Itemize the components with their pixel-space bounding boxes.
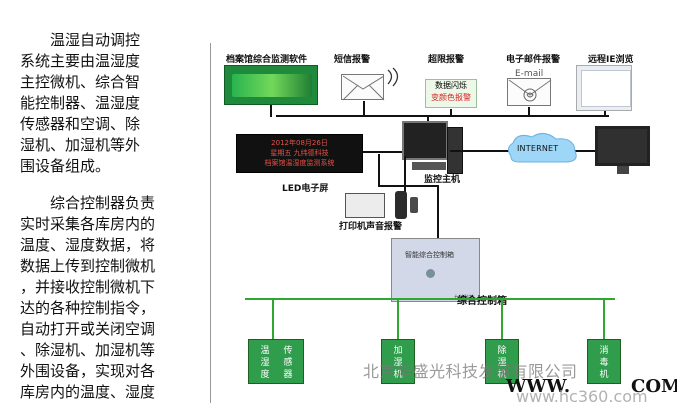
alarm-connector: [450, 109, 452, 117]
description-panel: 温湿自动调控 系统主要由温湿度 主控微机、综合智 能控制器、温湿度 传感器和空调…: [20, 30, 190, 419]
disinfector-device: 消 毒 机: [587, 339, 621, 384]
envelope-icon: [341, 74, 384, 100]
controller-indicator-icon: [426, 269, 435, 278]
paragraph-2-line-3: 温度、湿度数据，将: [20, 236, 155, 254]
system-diagram: 档案馆综合监测软件 短信报警 超限报警 电子邮件报警 远程IE浏览 数据闪烁 变…: [210, 43, 671, 403]
green-bus-line: [245, 298, 615, 300]
controller-panel-label: 智能综合控制箱: [405, 250, 454, 260]
sensor-char-3: 度: [258, 369, 272, 381]
remote-monitor-icon: [595, 126, 650, 166]
software-label: 档案馆综合监测软件: [226, 52, 307, 65]
speaker-icon: [395, 191, 407, 219]
paragraph-2-line-6: 达的各种控制指令，: [20, 299, 155, 317]
sensor-label-left: 温 湿 度: [258, 345, 272, 381]
printer-speaker-horizontal: [378, 185, 438, 187]
led-screen: 2012年08月26日 星期五 九纬德科技 档案馆温湿度监测系统: [236, 134, 363, 173]
dehumidifier-char-1: 除: [486, 345, 518, 357]
top-horizontal-connector: [276, 115, 609, 117]
sensor-char-2: 湿: [258, 357, 272, 369]
remote-ie-screenshot: [576, 65, 632, 111]
software-screen-image: [232, 74, 312, 97]
website-url-watermark: www.hc360.com: [516, 387, 648, 406]
envelope-shape-icon: [342, 75, 385, 101]
paragraph-2-line-1: 综合控制器负责: [50, 194, 155, 212]
printer-side-connector: [404, 156, 406, 194]
humidifier-connector: [397, 299, 399, 339]
sensor-connector: [272, 299, 274, 339]
description-paragraph-2: 综合控制器负责 实时采集各库房内的 温度、湿度数据，将 数据上传到控制微机 ，并…: [20, 193, 190, 403]
description-paragraph-1: 温湿自动调控 系统主要由温湿度 主控微机、综合智 能控制器、温湿度 传感器和空调…: [20, 30, 190, 177]
printer-label: 打印机声音报警: [339, 219, 402, 232]
sensor-char-4: 传: [281, 345, 295, 357]
remote-monitor-stand-icon: [617, 166, 629, 174]
remote-connector: [604, 111, 606, 117]
sensor-char-6: 器: [281, 369, 295, 381]
disinfector-char-3: 机: [588, 369, 620, 381]
paragraph-2-line-7: 自动打开或关闭空调: [20, 320, 155, 338]
email-envelope-icon: [508, 79, 552, 107]
paragraph-1-line-5: 传感器和空调、除: [20, 115, 140, 133]
remote-ie-label: 远程IE浏览: [588, 52, 634, 65]
software-connector: [270, 105, 272, 117]
led-screen-line-2: 星期五 九纬德科技: [239, 148, 360, 158]
email-alarm-label: 电子邮件报警: [506, 52, 560, 65]
alarm-box-line-1: 数据闪烁: [426, 80, 476, 92]
dehumidifier-connector: [501, 299, 503, 339]
disinfector-connector: [603, 299, 605, 339]
speaker-connector: [378, 154, 380, 185]
paragraph-1-line-7: 围设备组成。: [20, 157, 110, 175]
led-screen-line-1: 2012年08月26日: [239, 138, 360, 148]
led-screen-label: LED电子屏: [282, 181, 328, 194]
paragraph-1-line-4: 能控制器、温湿度: [20, 94, 140, 112]
email-connector: [528, 107, 530, 117]
wireless-icon: [385, 66, 403, 88]
browser-window-image: [581, 70, 631, 107]
paragraph-1-line-1: 温湿自动调控: [50, 31, 140, 49]
paragraph-2-line-8: 、除湿机、加湿机等: [20, 341, 155, 359]
sensor-char-5: 感: [281, 357, 295, 369]
paragraph-1-line-6: 湿机、加湿机等外: [20, 136, 140, 154]
led-screen-line-3: 档案馆温湿度监测系统: [239, 158, 360, 168]
sensor-label-right: 传 感 器: [281, 345, 295, 381]
small-speaker-icon: [410, 197, 418, 213]
over-limit-label: 超限报警: [428, 52, 464, 65]
monitor-host-label: 监控主机: [424, 172, 460, 185]
email-icon: [507, 78, 551, 106]
paragraph-2-line-2: 实时采集各库房内的: [20, 215, 155, 233]
keyboard-icon: [412, 162, 446, 170]
humidifier-char-1: 加: [382, 345, 414, 357]
temperature-humidity-sensor: 温 湿 度 传 感 器: [248, 339, 304, 384]
paragraph-2-line-4: 数据上传到控制微机: [20, 257, 155, 275]
sms-connector: [363, 101, 365, 117]
internet-label: INTERNET: [517, 144, 558, 153]
alarm-display-box: 数据闪烁 变颜色报警: [425, 79, 477, 108]
sms-label: 短信报警: [334, 52, 370, 65]
monitor-icon: [402, 121, 448, 160]
printer-icon: [345, 193, 385, 218]
paragraph-2-line-5: ，并接收控制微机下: [20, 278, 155, 296]
alarm-box-line-2: 变颜色报警: [426, 92, 476, 104]
paragraph-2-line-9: 外围设备，实现对各: [20, 362, 155, 380]
sensor-char-1: 温: [258, 345, 272, 357]
disinfector-char-2: 毒: [588, 357, 620, 369]
paragraph-1-line-2: 系统主要由温湿度: [20, 52, 140, 70]
disinfector-char-1: 消: [588, 345, 620, 357]
paragraph-2-line-10: 库房内的温度、湿度: [20, 383, 155, 401]
monitoring-software-screenshot: [224, 65, 318, 105]
paragraph-1-line-3: 主控微机、综合智: [20, 73, 140, 91]
